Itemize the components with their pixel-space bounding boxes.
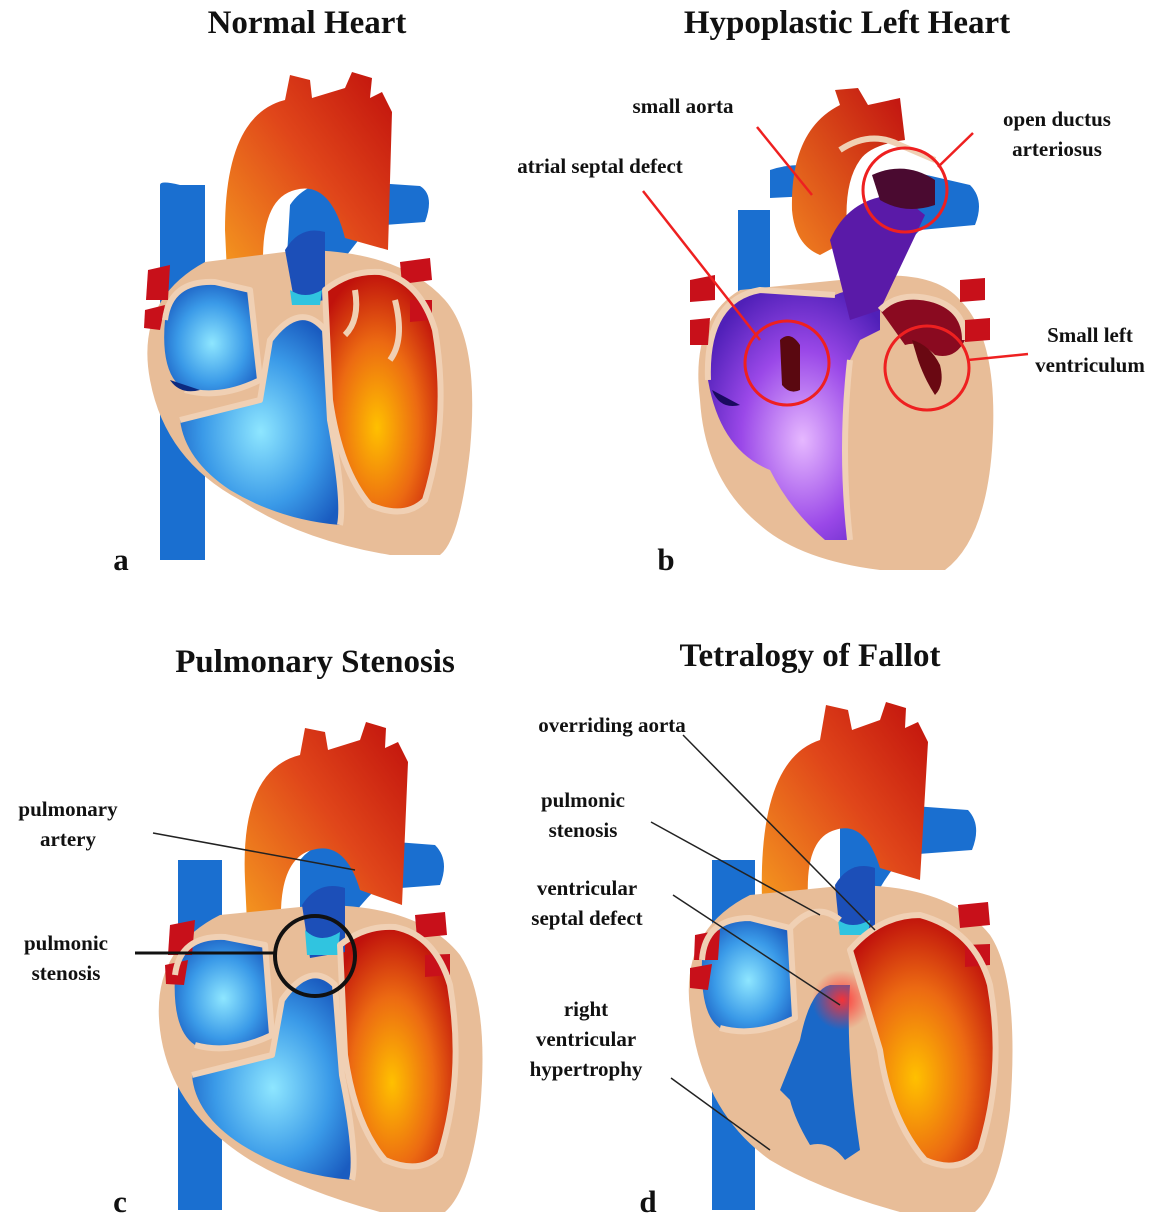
panel-c-label: c [113, 1184, 127, 1219]
panel-b-label: b [657, 542, 674, 577]
annotation-vsd-line2: septal defect [531, 906, 642, 930]
panel-a-normal-heart: Normal Heart [113, 5, 472, 577]
annotation-open-ductus-line1: open ductus [1003, 107, 1111, 131]
annotation-pulmonic-stenosis-d-line1: pulmonic [541, 788, 625, 812]
normal-heart-illustration [144, 72, 472, 560]
annotation-vsd-line1: ventricular [537, 876, 637, 900]
annotation-pulmonary-artery-line2: artery [40, 827, 96, 851]
annotation-small-left-line1: Small left [1047, 323, 1133, 347]
panel-d-title: Tetralogy of Fallot [680, 638, 941, 674]
panel-d-label: d [639, 1184, 656, 1219]
panel-a-label: a [113, 542, 129, 577]
annotation-small-aorta: small aorta [633, 94, 734, 118]
panel-d-tetralogy-of-fallot: Tetralogy of Fallot overriding aorta pul… [530, 638, 1013, 1219]
ductus-leader [938, 133, 973, 167]
annotation-pulmonary-artery-line1: pulmonary [18, 797, 118, 821]
annotation-overriding-aorta: overriding aorta [538, 713, 686, 737]
annotation-pulmonic-stenosis-line1: pulmonic [24, 931, 108, 955]
annotation-rvh-line2: ventricular [536, 1027, 636, 1051]
annotation-atrial-septal-defect: atrial septal defect [517, 154, 683, 178]
panel-c-pulmonary-stenosis: Pulmonary Stenosis pulmonary artery pulm… [18, 644, 482, 1219]
panel-b-hypoplastic-left-heart: Hypoplastic Left Heart [517, 5, 1145, 577]
panel-a-title: Normal Heart [208, 5, 407, 41]
hypoplastic-heart-illustration [690, 88, 993, 570]
annotation-pulmonic-stenosis-line2: stenosis [32, 961, 101, 985]
annotation-rvh-line1: right [564, 997, 608, 1021]
pulmonary-stenosis-illustration [159, 722, 483, 1212]
annotation-rvh-line3: hypertrophy [530, 1057, 643, 1081]
annotation-small-left-line2: ventriculum [1035, 353, 1145, 377]
panel-b-title: Hypoplastic Left Heart [684, 5, 1010, 41]
annotation-pulmonic-stenosis-d-line2: stenosis [549, 818, 618, 842]
annotation-open-ductus-line2: arteriosus [1012, 137, 1102, 161]
tetralogy-illustration [689, 702, 1013, 1212]
panel-c-title: Pulmonary Stenosis [175, 644, 455, 680]
